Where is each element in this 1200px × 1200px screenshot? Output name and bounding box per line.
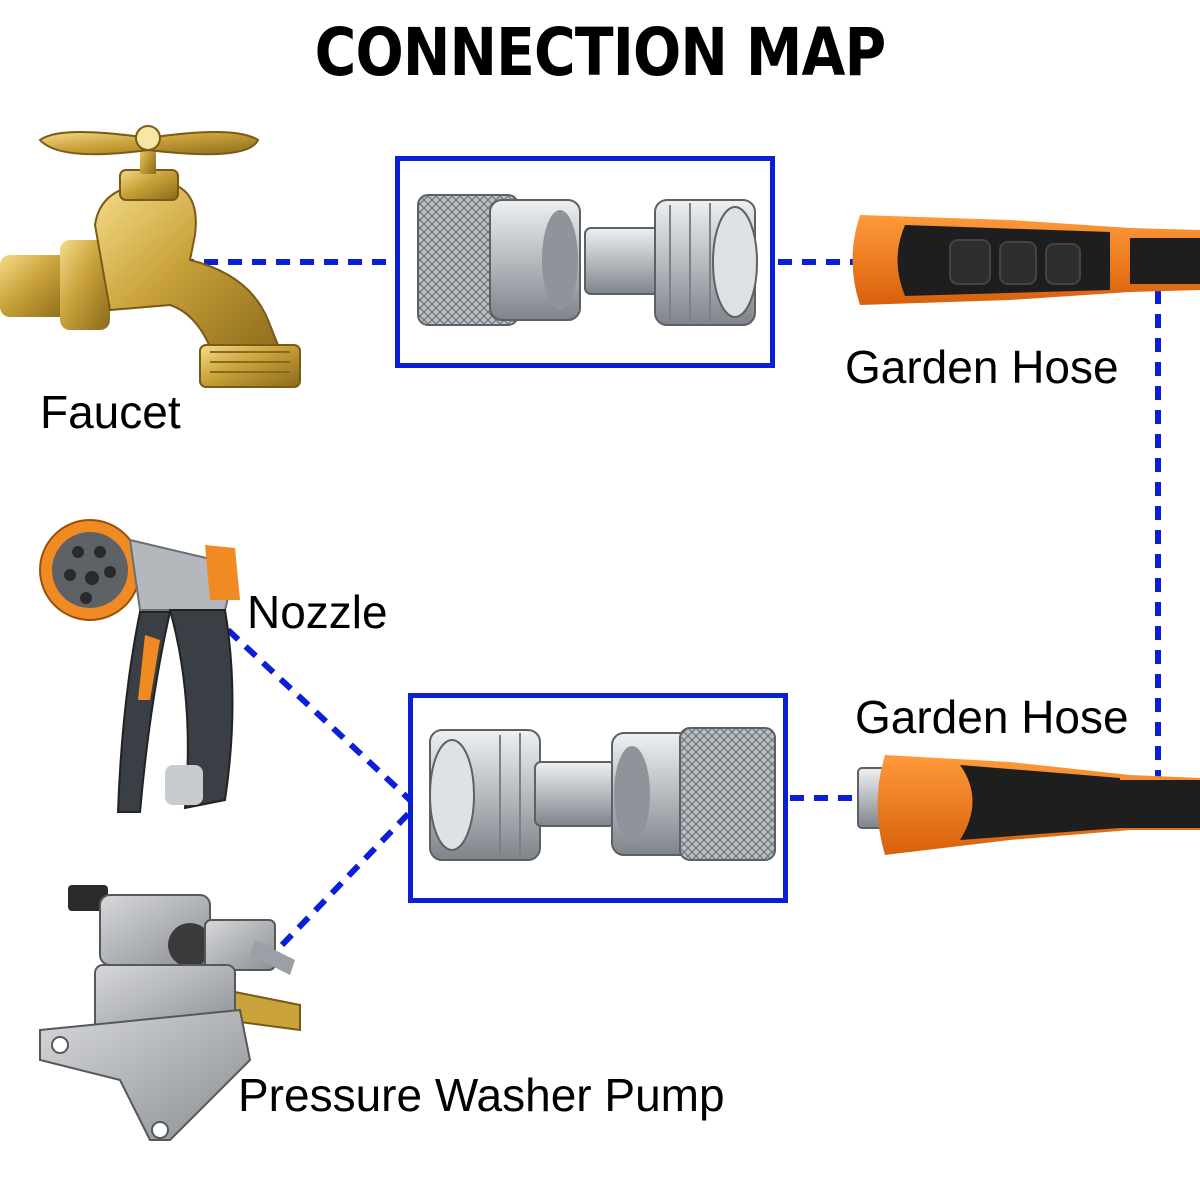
top-coupler-set-icon [417, 194, 758, 326]
bottom-garden-hose-icon [857, 755, 1200, 855]
garden-hose-top-label: Garden Hose [845, 341, 1119, 393]
nozzle-label: Nozzle [247, 586, 388, 638]
garden-hose-bottom-label: Garden Hose [855, 691, 1129, 743]
top-coupler-box [395, 156, 775, 368]
bottom-coupler-box [408, 693, 788, 903]
faucet-label: Faucet [40, 386, 181, 438]
pressure-washer-pump-label: Pressure Washer Pump [238, 1069, 725, 1121]
faucet-icon [0, 125, 301, 388]
top-garden-hose-icon [852, 215, 1200, 305]
bottom-coupler-set-icon [429, 727, 776, 861]
nozzle-to-coupler-line [225, 627, 413, 803]
pump-to-coupler-line [279, 809, 413, 948]
diagram-title: CONNECTION MAP [314, 14, 887, 91]
pressure-pump-icon [39, 885, 301, 1141]
spray-nozzle-icon [39, 519, 240, 813]
connector-lines [180, 259, 1161, 948]
